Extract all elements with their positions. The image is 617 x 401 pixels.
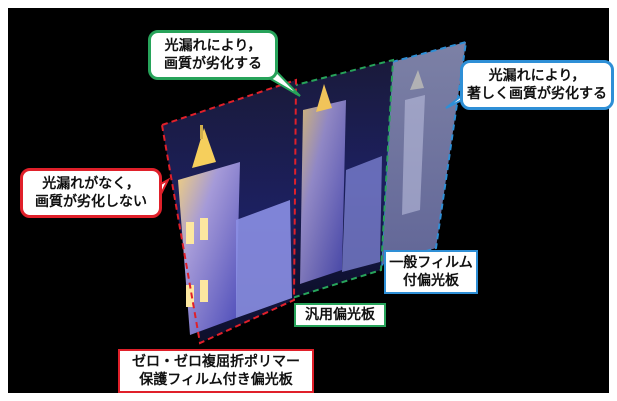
label-zero-zero-polarizer: ゼロ・ゼロ複屈折ポリマー 保護フィルム付き偏光板: [118, 349, 314, 393]
callout-center: 光漏れにより， 画質が劣化する: [148, 30, 278, 80]
callout-left: 光漏れがなく， 画質が劣化しない: [20, 168, 162, 218]
panel-zero-zero: [160, 78, 298, 345]
label-general-film-polarizer: 一般フィルム 付偏光板: [384, 250, 478, 294]
panel-general-film: [379, 40, 468, 267]
label-general-purpose-polarizer: 汎用偏光板: [294, 303, 386, 327]
callout-right: 光漏れにより， 著しく画質が劣化する: [460, 60, 614, 110]
panel-general-purpose: [291, 58, 395, 300]
